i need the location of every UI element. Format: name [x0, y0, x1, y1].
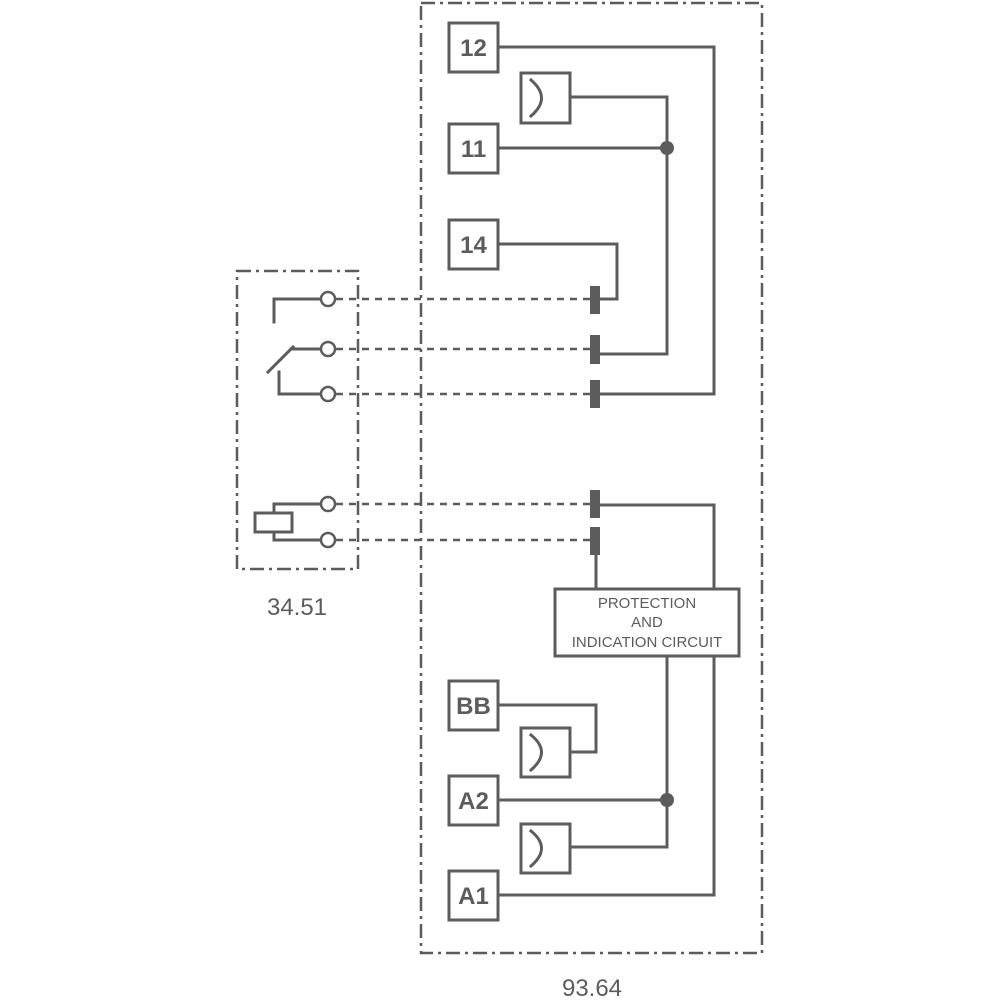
- terminal-a2: A2: [447, 774, 500, 827]
- terminal-a1: A1: [447, 869, 500, 922]
- socket-pin: [590, 335, 600, 364]
- block-line-2: AND: [631, 614, 663, 631]
- relay-coil-icon: [253, 511, 294, 534]
- relay-border: [235, 269, 360, 571]
- svg-text:12: 12: [460, 35, 487, 62]
- svg-text:14: 14: [460, 232, 487, 259]
- relay-contact-terminal: [319, 290, 337, 308]
- socket-pin: [590, 286, 600, 314]
- block-line-1: PROTECTION: [598, 595, 696, 612]
- contact-wiring: [496, 45, 716, 396]
- socket-label: 93.64: [562, 975, 622, 1000]
- terminal-11: 11: [447, 122, 500, 175]
- junction-node-top: [660, 141, 674, 155]
- relay-internals: [253, 290, 337, 549]
- svg-text:11: 11: [461, 136, 486, 163]
- block-line-3: INDICATION CIRCUIT: [572, 634, 723, 651]
- socket-pins: [590, 286, 600, 555]
- svg-text:A2: A2: [458, 788, 489, 815]
- svg-text:A1: A1: [458, 883, 489, 910]
- retaining-clip-icon: [519, 71, 572, 125]
- terminal-14: 14: [447, 218, 500, 271]
- svg-text:BB: BB: [456, 693, 491, 720]
- socket-pin: [590, 380, 600, 408]
- plug-in-connections: [336, 297, 590, 542]
- relay-contact-terminal: [319, 385, 337, 403]
- terminal-12: 12: [447, 21, 500, 74]
- relay-contact-terminal: [319, 340, 337, 358]
- retaining-clip-icon: [519, 822, 572, 875]
- socket-pin: [590, 527, 600, 555]
- socket-border: [419, 1, 764, 955]
- relay-coil-terminal: [319, 531, 337, 549]
- coil-wiring: [496, 503, 716, 897]
- terminal-bb: BB: [447, 679, 500, 732]
- relay-label: 34.51: [267, 594, 327, 621]
- retaining-clip-icon: [519, 726, 572, 779]
- protection-indication-block: PROTECTION AND INDICATION CIRCUIT: [553, 587, 741, 658]
- socket-pin: [590, 490, 600, 518]
- junction-node-bottom: [660, 793, 674, 807]
- relay-coil-terminal: [319, 495, 337, 513]
